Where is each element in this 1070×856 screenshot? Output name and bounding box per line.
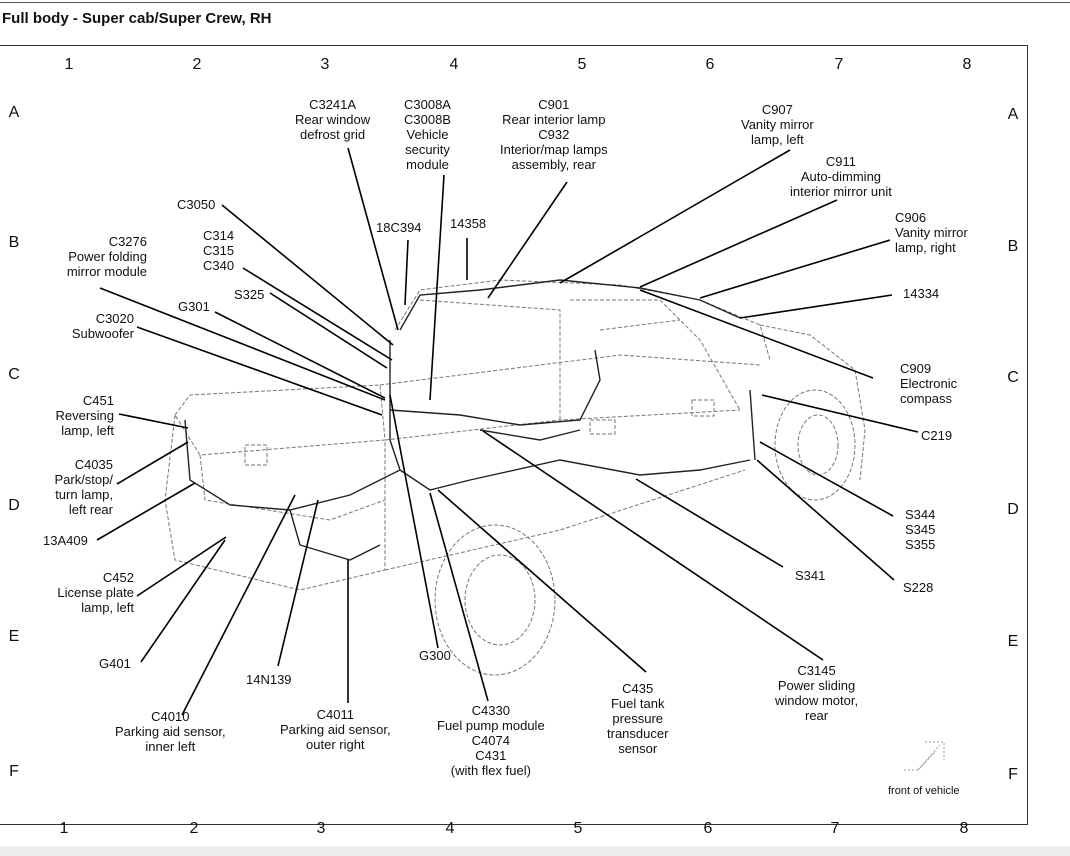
label-c435: C435 Fuel tank pressure transducer senso… xyxy=(607,681,669,756)
label-c3008: C3008A C3008B Vehicle security module xyxy=(404,97,451,172)
label-c4011: C4011 Parking aid sensor, outer right xyxy=(280,707,391,752)
col-label-top: 4 xyxy=(449,56,459,73)
label-c901-c932: C901 Rear interior lamp C932 Interior/ma… xyxy=(500,97,608,172)
label-s325: S325 xyxy=(234,287,265,302)
row-label-right: E xyxy=(1007,633,1019,650)
label-c4330-c4074-c431: C4330 Fuel pump module C4074 C431 (with … xyxy=(437,703,545,778)
label-front-of-vehicle: front of vehicle xyxy=(888,785,960,797)
row-label-right: F xyxy=(1008,766,1018,783)
label-c907: C907 Vanity mirror lamp, left xyxy=(741,102,814,147)
row-label-left: B xyxy=(8,234,20,251)
wiring-harness xyxy=(184,279,756,561)
col-label-bottom: 1 xyxy=(59,820,69,837)
leader-lines xyxy=(96,147,919,716)
label-13a409: 13A409 xyxy=(43,533,88,548)
col-label-bottom: 6 xyxy=(703,820,713,837)
col-label-top: 3 xyxy=(320,56,330,73)
row-label-left: A xyxy=(8,104,20,121)
label-s228: S228 xyxy=(903,580,934,595)
col-label-top: 2 xyxy=(192,56,202,73)
label-c4010: C4010 Parking aid sensor, inner left xyxy=(115,709,226,754)
col-label-bottom: 4 xyxy=(445,820,455,837)
label-c4035: C4035 Park/stop/ turn lamp, left rear xyxy=(54,457,113,517)
top-rule xyxy=(0,2,1070,3)
label-g301: G301 xyxy=(178,299,210,314)
label-c3241a: C3241A Rear window defrost grid xyxy=(295,97,371,142)
label-c909: C909 Electronic compass xyxy=(900,361,958,406)
label-14n139: 14N139 xyxy=(246,672,292,687)
label-c314-c315-c340: C314 C315 C340 xyxy=(203,228,235,273)
label-g401: G401 xyxy=(99,656,131,671)
diagram-title: Full body - Super cab/Super Crew, RH xyxy=(2,10,272,27)
label-14334: 14334 xyxy=(903,286,940,301)
col-label-bottom: 5 xyxy=(573,820,583,837)
col-label-bottom: 7 xyxy=(830,820,840,837)
row-label-left: F xyxy=(9,763,19,780)
row-label-right: C xyxy=(1007,369,1019,386)
label-c906: C906 Vanity mirror lamp, right xyxy=(895,210,968,255)
col-label-bottom: 3 xyxy=(316,820,326,837)
label-g300: G300 xyxy=(419,648,451,663)
label-c219: C219 xyxy=(921,428,953,443)
label-s341: S341 xyxy=(795,568,826,583)
col-label-top: 1 xyxy=(64,56,74,73)
label-c452: C452 License plate lamp, left xyxy=(57,570,134,615)
row-label-left: D xyxy=(8,497,20,514)
label-c3276: C3276 Power folding mirror module xyxy=(66,234,147,279)
label-c451: C451 Reversing lamp, left xyxy=(55,393,114,438)
label-18c394: 18C394 xyxy=(376,220,422,235)
bottom-band xyxy=(0,846,1070,856)
row-label-left: E xyxy=(8,628,20,645)
label-s344-s345-s355: S344 S345 S355 xyxy=(905,507,936,552)
row-label-right: A xyxy=(1007,106,1019,123)
label-14358: 14358 xyxy=(450,216,487,231)
truck-outline xyxy=(164,279,866,676)
label-c3020: C3020 Subwoofer xyxy=(71,311,134,341)
label-c911: C911 Auto-dimming interior mirror unit xyxy=(790,154,892,199)
label-c3050: C3050 xyxy=(177,197,216,212)
col-label-top: 8 xyxy=(962,56,972,73)
col-label-bottom: 2 xyxy=(189,820,199,837)
row-label-right: D xyxy=(1007,501,1019,518)
col-label-top: 7 xyxy=(834,56,844,73)
row-label-left: C xyxy=(8,366,20,383)
label-c3145: C3145 Power sliding window motor, rear xyxy=(775,663,859,723)
front-of-vehicle-arrow xyxy=(904,741,945,771)
col-label-bottom: 8 xyxy=(959,820,969,837)
diagram-frame xyxy=(0,45,1028,825)
col-label-top: 6 xyxy=(705,56,715,73)
row-label-right: B xyxy=(1007,238,1019,255)
col-label-top: 5 xyxy=(577,56,587,73)
